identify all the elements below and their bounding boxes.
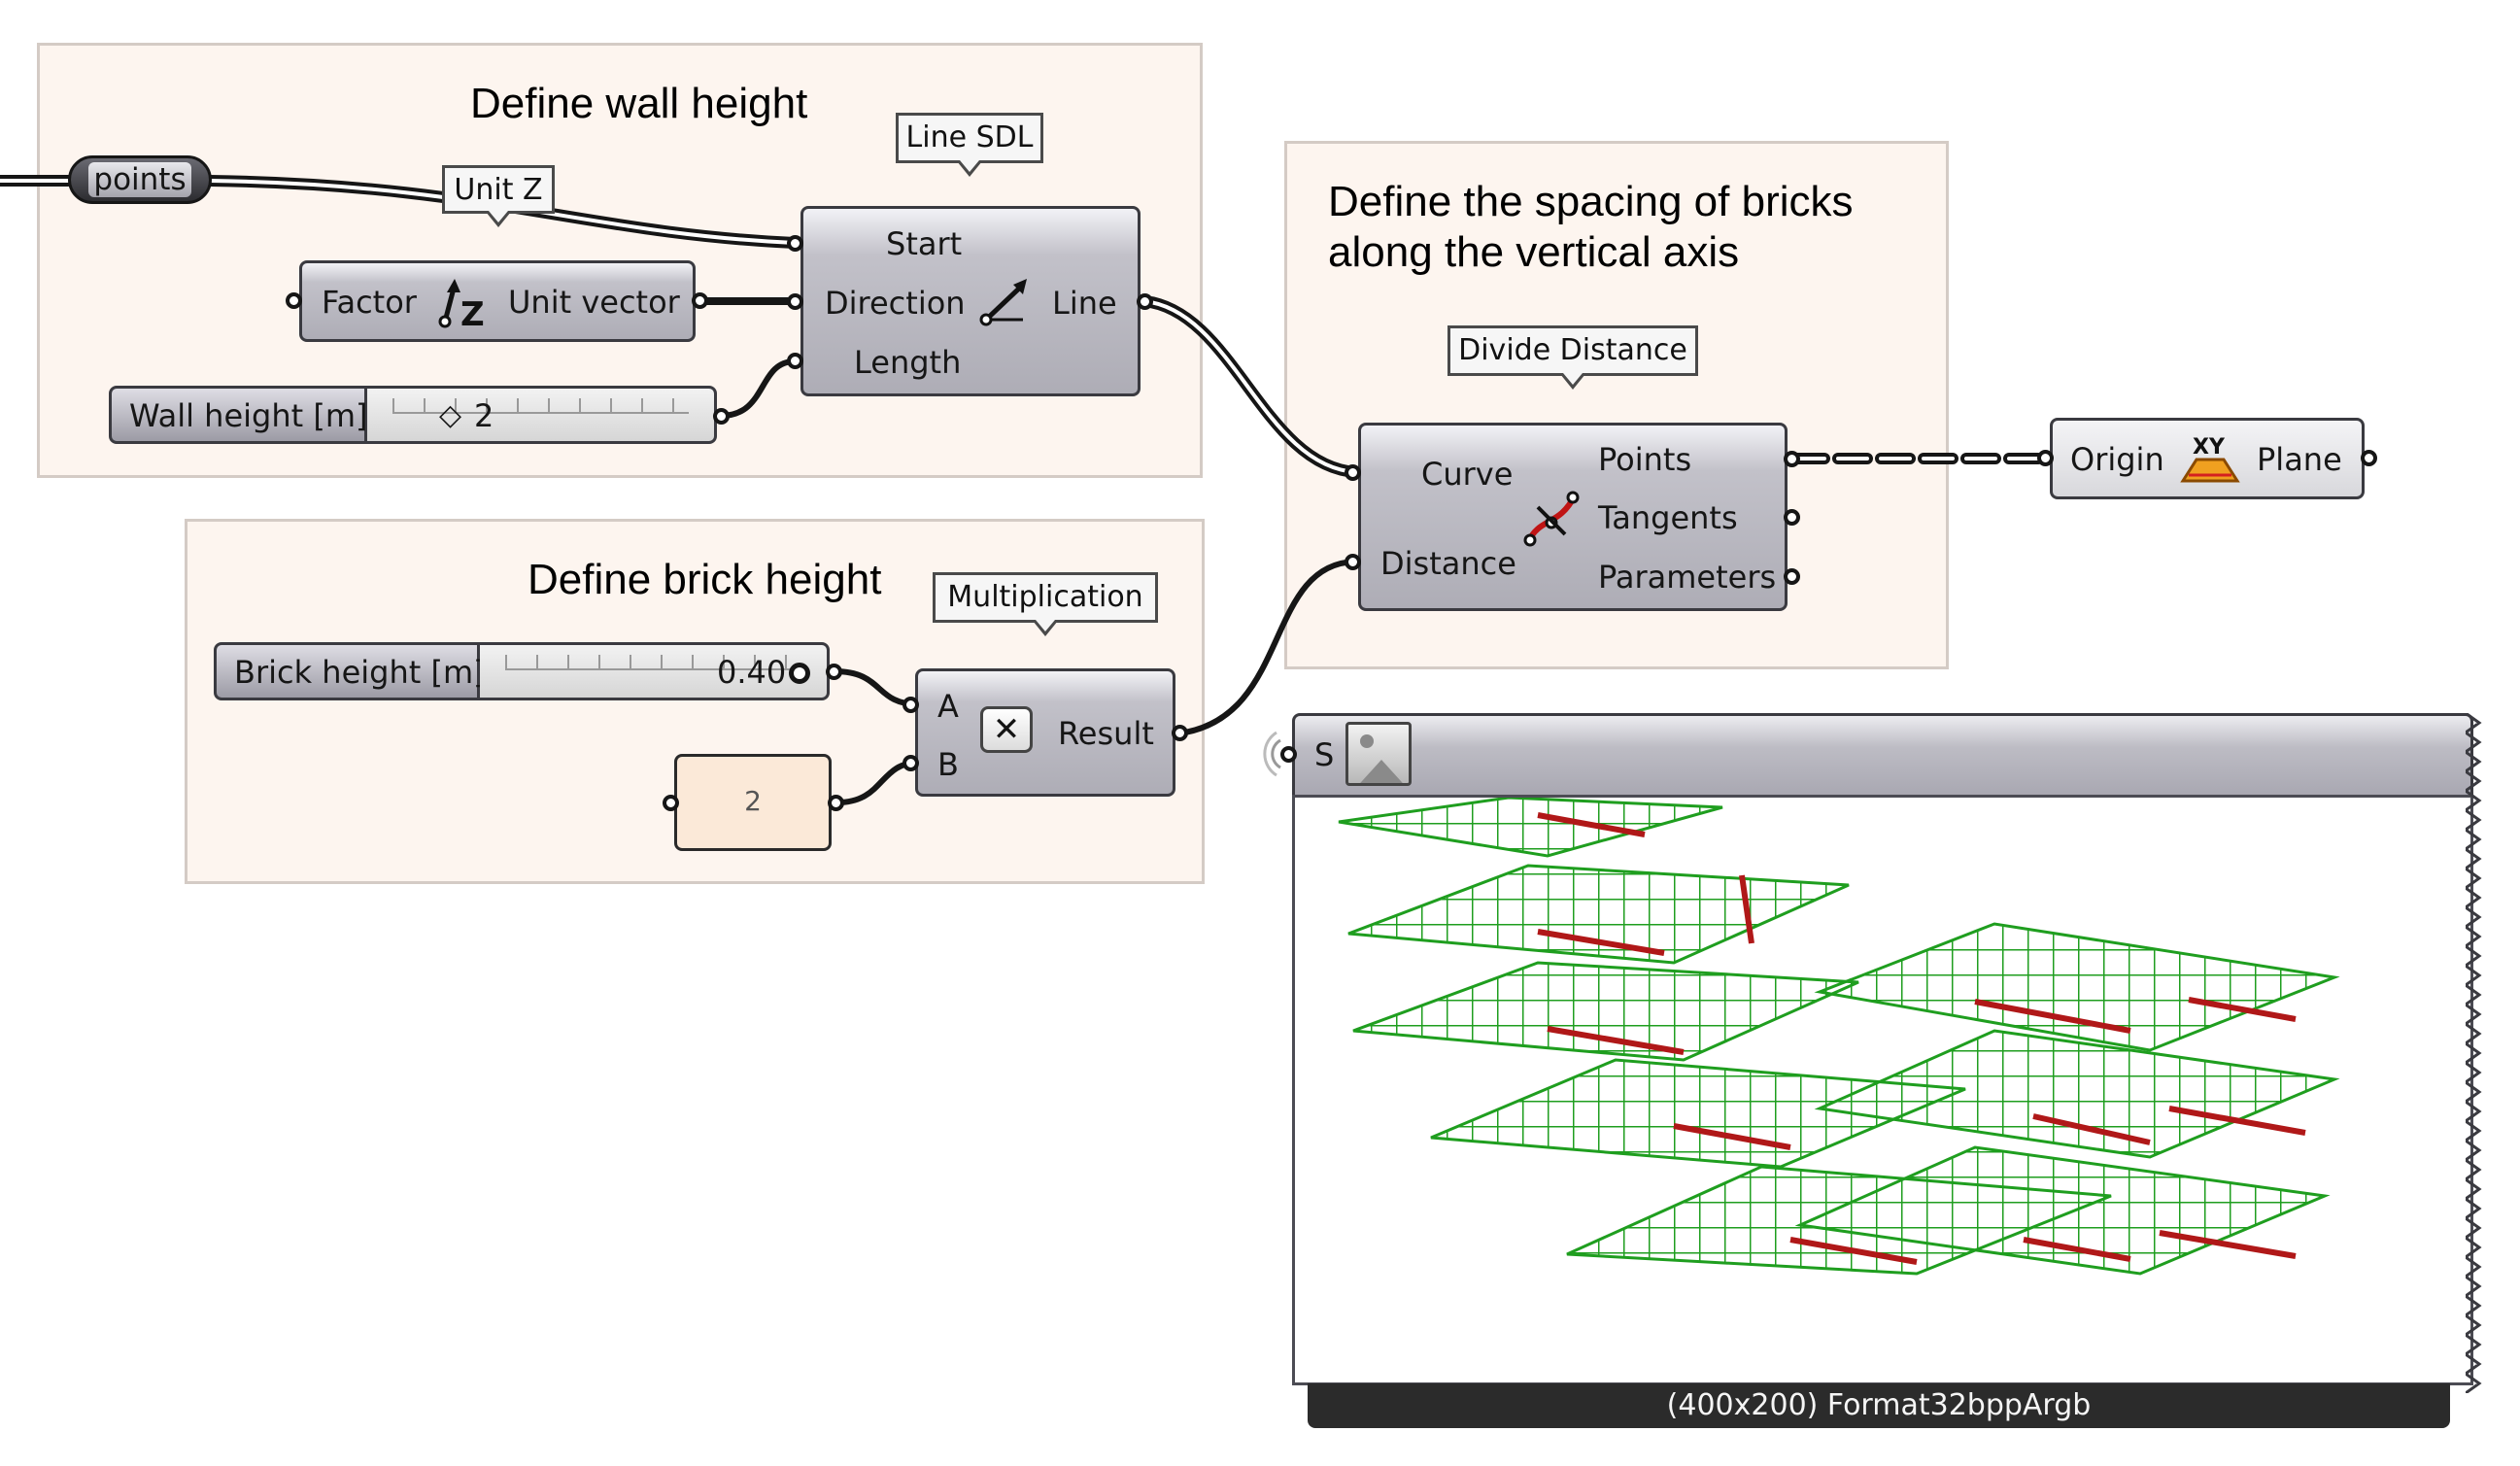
multiplication-a-grip[interactable] xyxy=(902,697,919,713)
group-title-spacing: Define the spacing of bricks along the v… xyxy=(1328,178,1854,276)
brick-height-slider-handle[interactable] xyxy=(789,663,810,684)
image-viewer-canvas xyxy=(1292,795,2473,1385)
red-edges xyxy=(1537,812,2306,1265)
xy-plane-output-plane[interactable]: Plane xyxy=(2257,441,2342,478)
line-sdl-input-start[interactable]: Start xyxy=(886,225,963,262)
value-panel-output-grip[interactable] xyxy=(828,795,844,811)
line-sdl-icon xyxy=(979,279,1027,326)
group-title-wall-height: Define wall height xyxy=(470,80,808,127)
slider-ticks xyxy=(505,655,801,670)
unit-z-input-grip[interactable] xyxy=(286,292,302,309)
multiplication-input-a[interactable]: A xyxy=(937,688,959,725)
xy-plane-input-origin[interactable]: Origin xyxy=(2070,441,2164,478)
tag-pointer xyxy=(960,160,979,172)
unit-z-component[interactable]: Factor Z Unit vector xyxy=(299,260,696,342)
wire-result-distance xyxy=(1175,559,1359,736)
line-sdl-line-grip[interactable] xyxy=(1137,293,1153,310)
xy-plane-plane-grip[interactable] xyxy=(2361,450,2377,466)
svg-text:XY: XY xyxy=(2193,435,2226,460)
brick-height-slider-name[interactable]: Brick height [m] xyxy=(214,642,486,700)
xy-plane-origin-grip[interactable] xyxy=(2037,450,2054,466)
tag-line-sdl-label: Line SDL xyxy=(905,120,1034,154)
brick-height-slider-track[interactable]: 0.40 xyxy=(480,642,830,700)
grid-layers xyxy=(1338,798,2340,1276)
tag-line-sdl: Line SDL xyxy=(896,113,1043,177)
unit-z-output-vector[interactable]: Unit vector xyxy=(508,284,680,321)
divide-distance-component[interactable]: Curve Distance Points Tangents Parameter… xyxy=(1358,423,1788,611)
unit-z-icon: Z xyxy=(438,279,485,333)
svg-text:Z: Z xyxy=(460,295,485,333)
brick-height-slider-value: 0.40 xyxy=(717,654,787,691)
image-viewer-header[interactable]: S xyxy=(1292,713,2473,795)
image-icon-sun xyxy=(1360,734,1374,748)
tag-multiplication-label: Multiplication xyxy=(947,580,1143,614)
divide-distance-input-distance[interactable]: Distance xyxy=(1380,545,1516,582)
divide-distance-input-curve[interactable]: Curve xyxy=(1421,456,1514,493)
image-icon-mountain xyxy=(1348,760,1409,783)
value-panel-input-grip[interactable] xyxy=(663,795,679,811)
image-viewer-input-s[interactable]: S xyxy=(1314,736,1335,773)
multiply-icon: ✕ xyxy=(980,706,1033,753)
image-viewer-s-grip[interactable] xyxy=(1280,746,1297,763)
tag-pointer xyxy=(1036,620,1055,631)
divide-distance-output-tangents[interactable]: Tangents xyxy=(1598,499,1738,536)
multiplication-result-grip[interactable] xyxy=(1172,725,1188,741)
multiplication-input-b[interactable]: B xyxy=(937,746,959,783)
wall-height-slider-value: 2 xyxy=(474,397,494,434)
line-sdl-component[interactable]: Start Direction Length Line xyxy=(800,206,1141,396)
group-title-brick-height: Define brick height xyxy=(528,556,882,603)
divide-distance-curve-grip[interactable] xyxy=(1345,464,1361,481)
wall-height-slider-label: Wall height [m] xyxy=(129,397,368,434)
image-viewer-zigzag-edge xyxy=(2466,713,2482,1393)
image-viewer-wifi-icon xyxy=(1263,731,1281,777)
tag-divide-distance: Divide Distance xyxy=(1447,325,1698,390)
unit-z-output-grip[interactable] xyxy=(692,292,708,309)
wall-height-slider-track[interactable]: ◇ 2 xyxy=(367,386,717,444)
tag-divide-distance-label: Divide Distance xyxy=(1458,333,1687,367)
image-icon xyxy=(1345,722,1412,786)
points-param-body xyxy=(88,162,191,197)
divide-distance-output-points[interactable]: Points xyxy=(1598,441,1692,478)
divide-distance-output-parameters[interactable]: Parameters xyxy=(1598,559,1777,596)
line-sdl-direction-grip[interactable] xyxy=(787,293,803,310)
brick-height-slider-label: Brick height [m] xyxy=(234,654,486,691)
slider-ticks xyxy=(392,398,689,414)
divide-distance-icon xyxy=(1523,491,1580,547)
multiplication-component[interactable]: A B ✕ Result xyxy=(915,668,1175,797)
wire-line-curve xyxy=(1139,295,1362,478)
tag-unit-z: Unit Z xyxy=(442,165,555,227)
brick-grid-preview xyxy=(1338,798,2340,1276)
tag-pointer xyxy=(489,211,508,222)
image-viewer-caption: (400x200) Format32bppArgb xyxy=(1308,1383,2450,1428)
line-sdl-input-direction[interactable]: Direction xyxy=(825,285,966,322)
wall-height-slider-grip[interactable] xyxy=(713,408,730,425)
divide-distance-parameters-grip[interactable] xyxy=(1784,568,1800,585)
wire-wallheight-length xyxy=(718,358,798,419)
tag-unit-z-label: Unit Z xyxy=(454,173,543,207)
divide-distance-points-grip[interactable] xyxy=(1784,451,1800,467)
tag-multiplication: Multiplication xyxy=(933,572,1158,636)
multiplication-b-grip[interactable] xyxy=(902,755,919,771)
line-sdl-length-grip[interactable] xyxy=(787,353,803,369)
points-param[interactable]: points xyxy=(68,155,212,204)
unit-z-input-factor[interactable]: Factor xyxy=(322,284,417,321)
divide-distance-distance-grip[interactable] xyxy=(1345,554,1361,570)
value-panel-text: 2 xyxy=(744,785,762,817)
line-sdl-input-length[interactable]: Length xyxy=(854,344,962,381)
points-param-label: points xyxy=(93,162,187,197)
wall-height-slider-name[interactable]: Wall height [m] xyxy=(109,386,367,444)
multiplication-output-result[interactable]: Result xyxy=(1058,715,1154,752)
xy-plane-icon: XY xyxy=(2180,435,2240,483)
value-panel[interactable]: 2 xyxy=(674,754,832,851)
wall-height-slider-handle[interactable]: ◇ xyxy=(439,398,462,432)
divide-distance-tangents-grip[interactable] xyxy=(1784,509,1800,526)
xy-plane-component[interactable]: Origin XY Plane xyxy=(2050,418,2365,499)
line-sdl-output-line[interactable]: Line xyxy=(1052,285,1117,322)
line-sdl-start-grip[interactable] xyxy=(787,235,803,252)
brick-height-slider-grip[interactable] xyxy=(826,664,842,680)
tag-pointer xyxy=(1563,373,1583,385)
